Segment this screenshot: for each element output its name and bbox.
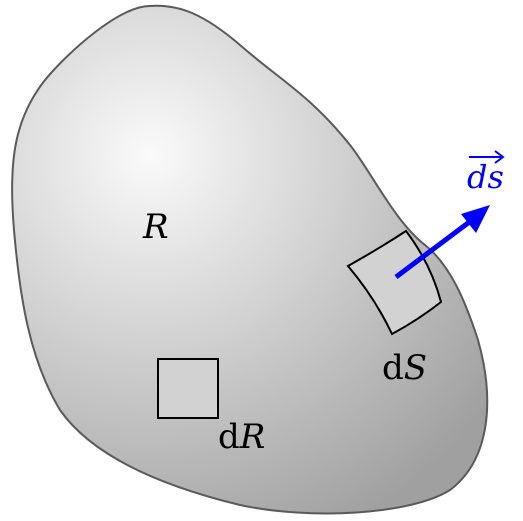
region-r-shape — [11, 4, 489, 515]
normal-vector-arrowhead — [461, 205, 490, 233]
normal-vector-label-group: ds — [467, 150, 505, 196]
surface-element-ds — [346, 229, 443, 336]
surface-element-label: dS — [382, 348, 427, 388]
area-element-dr — [157, 358, 219, 419]
area-element-prefix: d — [218, 417, 240, 457]
area-element-label: dR — [218, 417, 265, 457]
surface-element-symbol: S — [404, 348, 427, 388]
vector-overarrow-head — [494, 150, 505, 164]
normal-vector-label: ds — [467, 158, 504, 196]
area-element-symbol: R — [239, 417, 266, 457]
normal-vector-arrow — [394, 215, 478, 279]
surface-element-prefix: d — [382, 348, 404, 388]
region-label: R — [142, 207, 169, 247]
